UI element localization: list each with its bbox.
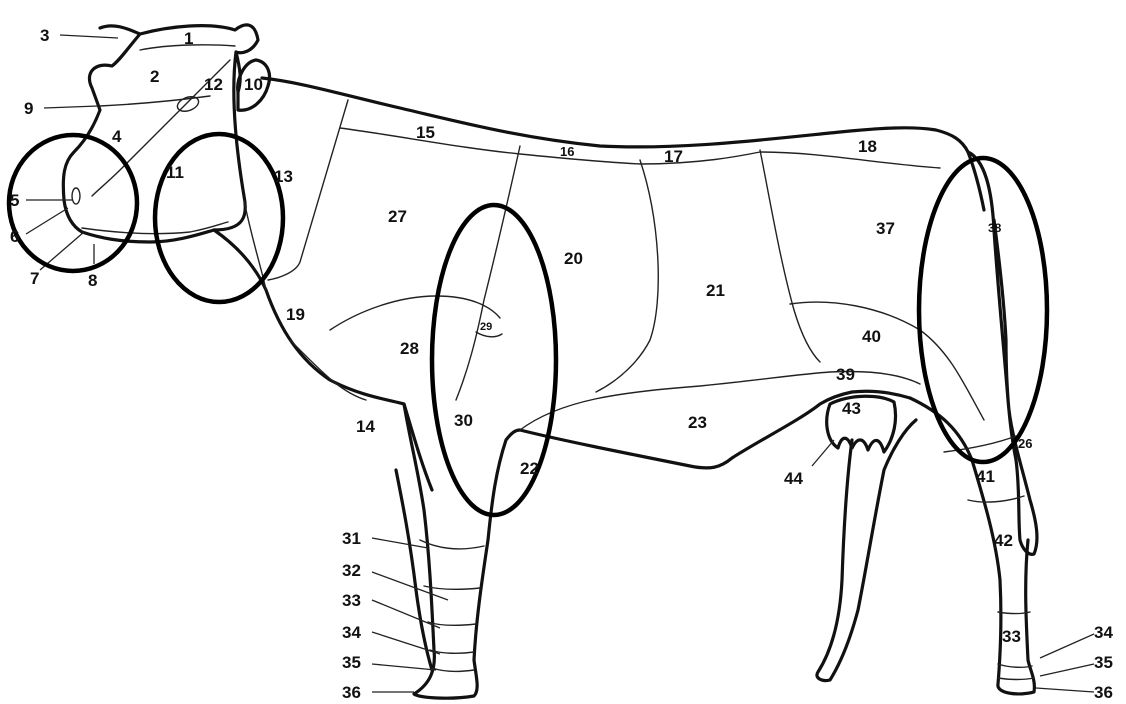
line-hindleg-35 [998, 678, 1034, 680]
label-8: 8 [88, 271, 97, 290]
line-ribs [596, 160, 658, 392]
label-33-front: 33 [342, 591, 361, 610]
label-27: 27 [388, 207, 407, 226]
label-38: 38 [988, 221, 1002, 235]
label-28: 28 [400, 339, 419, 358]
label-16: 16 [560, 144, 574, 159]
leader-33a [372, 600, 440, 628]
label-22: 22 [520, 459, 539, 478]
label-21: 21 [706, 281, 725, 300]
udder-outline [827, 396, 896, 452]
label-15: 15 [416, 123, 435, 142]
label-18: 18 [858, 137, 877, 156]
leader-3 [60, 35, 118, 38]
leader-lines [26, 35, 1094, 692]
label-31: 31 [342, 529, 361, 548]
label-13: 13 [274, 167, 293, 186]
label-30: 30 [454, 411, 473, 430]
line-foreleg-35 [432, 668, 474, 671]
label-36-hind: 36 [1094, 683, 1113, 702]
label-43: 43 [842, 399, 861, 418]
leader-35a [372, 664, 436, 670]
highlight-rings [9, 134, 1047, 515]
label-3: 3 [40, 26, 49, 45]
line-hindleg-42 [968, 496, 1024, 502]
label-37: 37 [876, 219, 895, 238]
leader-9 [44, 106, 98, 108]
label-33-hind: 33 [1002, 627, 1021, 646]
label-34-hind: 34 [1094, 623, 1113, 642]
label-29: 29 [480, 321, 492, 333]
line-loin [760, 150, 820, 362]
cow-outline [63, 25, 1037, 698]
leader-34b [1040, 634, 1094, 658]
label-4: 4 [112, 127, 122, 146]
label-26: 26 [1018, 436, 1032, 451]
label-32: 32 [342, 561, 361, 580]
label-5: 5 [10, 191, 19, 210]
front-leg-front-outline [396, 470, 432, 670]
line-foreleg-32 [424, 586, 480, 589]
label-41: 41 [976, 467, 995, 486]
line-hindleg-34 [998, 664, 1032, 667]
label-2: 2 [150, 67, 159, 86]
leader-32 [372, 572, 448, 600]
ring-neck [155, 134, 283, 302]
label-23: 23 [688, 413, 707, 432]
label-7: 7 [30, 269, 39, 288]
leader-36b [1036, 688, 1094, 692]
label-20: 20 [564, 249, 583, 268]
label-9: 9 [24, 99, 33, 118]
label-36-front: 36 [342, 683, 361, 702]
label-10: 10 [244, 75, 263, 94]
number-labels: 1 2 3 4 5 6 7 8 9 10 11 12 13 14 15 16 1… [10, 26, 1113, 702]
label-39: 39 [836, 365, 855, 384]
label-34-front: 34 [342, 623, 361, 642]
leader-44 [812, 440, 834, 466]
leader-35b [1040, 664, 1094, 676]
underside-outline [214, 230, 432, 490]
leader-6 [26, 208, 68, 234]
label-12: 12 [204, 75, 223, 94]
label-42: 42 [994, 531, 1013, 550]
line-foreleg-33 [428, 622, 476, 625]
label-35-hind: 35 [1094, 653, 1113, 672]
tail-outline [968, 152, 1037, 554]
label-17: 17 [664, 147, 683, 166]
label-35-front: 35 [342, 653, 361, 672]
label-44: 44 [784, 469, 803, 488]
line-arm-upper [330, 296, 500, 330]
front-leg-back-outline [404, 404, 520, 698]
leader-34a [372, 632, 440, 654]
label-11: 11 [166, 163, 184, 182]
label-19: 19 [286, 305, 305, 324]
back-leg-front-outline [817, 420, 916, 681]
label-40: 40 [862, 327, 881, 346]
label-6: 6 [10, 227, 19, 246]
label-14: 14 [356, 417, 375, 436]
line-foreleg-31 [420, 540, 484, 549]
line-shoulder-b [456, 146, 520, 400]
nostril [72, 188, 80, 204]
label-1: 1 [184, 29, 193, 48]
